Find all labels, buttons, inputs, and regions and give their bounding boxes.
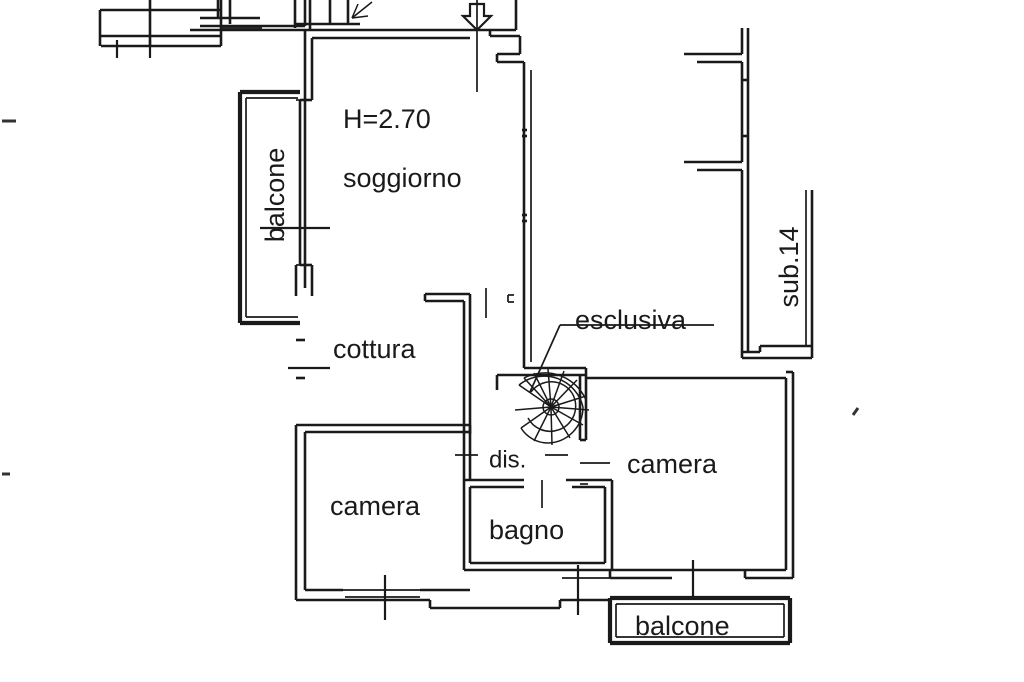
top-stair-block: [190, 0, 470, 32]
top-left-balcony-stub: [98, 0, 262, 58]
room-label-soggiorno: soggiorno: [343, 163, 462, 193]
room-label-cottura: cottura: [333, 334, 417, 364]
room-label-disimpegno: dis.: [489, 446, 526, 473]
soggiorno-walls: [294, 30, 470, 296]
balcone-bottom-outline: [607, 595, 793, 646]
ceiling-height-label: H=2.70: [343, 104, 431, 134]
camera-left-walls: [294, 423, 505, 620]
top-wall-right-section: [470, 0, 524, 64]
soggiorno-east-wall: [507, 62, 532, 369]
top-right-wall-structures: [684, 28, 814, 360]
room-label-camera-left: camera: [330, 491, 421, 521]
esclusiva-lower-walls: [495, 366, 588, 442]
esclusiva-enclosure: [529, 324, 714, 393]
balcone-left-outline: [237, 89, 330, 326]
room-label-camera-right: camera: [627, 449, 718, 479]
camera-right-walls: [586, 370, 795, 600]
disimpegno-leaders: [455, 454, 610, 464]
room-label-bagno: bagno: [489, 515, 564, 545]
cottura-left-openings: [288, 338, 330, 380]
room-label-balcone-left: balcone: [260, 148, 290, 243]
edge-tick-marks: [2, 119, 860, 476]
label-esclusiva: esclusiva: [575, 305, 687, 335]
room-label-balcone-bottom: balcone: [635, 611, 730, 641]
entrance-arrow-icon: [460, 0, 494, 92]
label-sub-14: sub.14: [774, 226, 804, 307]
bagno-walls: [462, 478, 614, 615]
